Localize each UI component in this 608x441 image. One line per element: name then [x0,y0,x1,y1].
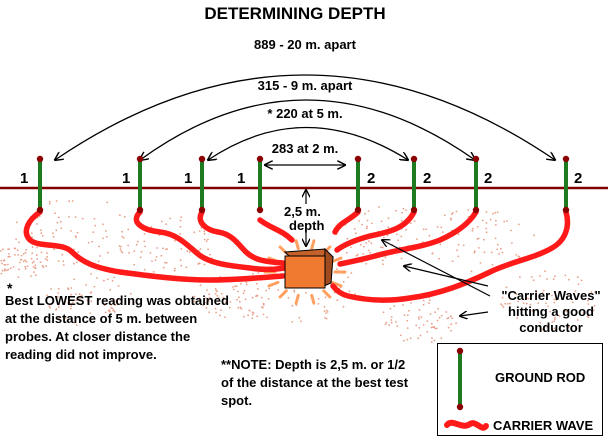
best-reading-note: Best LOWEST reading was obtained at the … [5,293,229,362]
probe-number: 2 [423,170,432,187]
depth-label-word: depth [289,218,325,233]
depth-label-value: 2,5 m. [284,204,321,219]
arc-label-9m: 315 - 9 m. apart [257,78,353,93]
carrier-waves [23,209,571,303]
arc-20m [55,74,555,160]
ground-rod [410,155,418,214]
arc-label-5m: * 220 at 5 m. [267,106,343,121]
carrier-waves-label: "Carrier Waves" hitting a good conductor [501,288,601,335]
probe-number: 2 [484,170,493,187]
legend-carrier-wave-symbol [444,419,489,431]
buried-conductor [283,247,335,289]
diagram-title: DETERMINING DEPTH [204,4,386,23]
note-asterisk: * [7,280,13,296]
probe-number: 1 [122,170,131,187]
probe-number: 2 [367,170,376,187]
legend-ground-rod-symbol [456,347,464,411]
soil-speckle-texture [0,200,596,343]
carrier-pointer-3 [460,312,489,316]
legend-ground-rod-label: GROUND ROD [495,370,586,385]
probe-number: 2 [574,170,583,187]
ground-rod [354,155,362,214]
arc-5m [208,126,408,161]
arc-9m [140,99,475,160]
ground-rod [562,155,570,214]
probe-number: 1 [20,170,29,187]
probe-number: 1 [184,170,193,187]
ground-rod [136,155,144,214]
carrier-pointer-2 [404,266,489,287]
depth-note: **NOTE: Depth is 2,5 m. or 1/2 of the di… [221,357,409,408]
arc-label-20m: 889 - 20 m. apart [254,37,356,52]
ground-rod [36,155,44,214]
arc-label-2m: 283 at 2 m. [271,141,339,156]
legend-carrier-wave-label: CARRIER WAVE [493,418,594,433]
ground-rods [36,155,570,214]
ground-rod [198,155,206,214]
probe-number: 1 [237,170,246,187]
ground-rod [472,155,480,214]
carrier-pointer-1 [382,240,491,297]
legend-box [437,343,603,436]
ground-rod [256,155,264,214]
